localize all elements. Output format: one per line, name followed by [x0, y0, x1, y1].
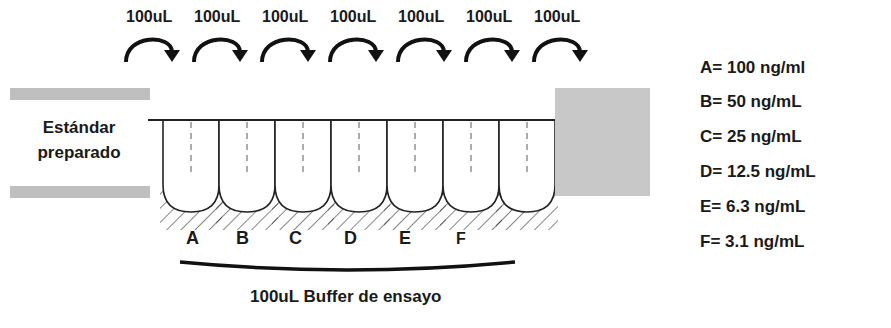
text-label: F= 3.1 ng/mL: [700, 232, 804, 252]
text-label: 100uL: [330, 8, 376, 26]
plate-top-line: [148, 119, 560, 121]
text-label: 100uL: [126, 8, 172, 26]
text-label: A: [186, 228, 199, 249]
well: [443, 120, 499, 212]
text-label: E: [399, 228, 411, 249]
well-midline: [246, 122, 247, 172]
text-label: D: [344, 228, 357, 249]
well-midline: [358, 122, 359, 172]
text-label: B= 50 ng/mL: [700, 92, 802, 112]
text-label: 100uL: [194, 8, 240, 26]
text-label: 100uL: [466, 8, 512, 26]
text-label: C: [289, 228, 302, 249]
waste-block: [555, 88, 650, 196]
sample-label: Estándar preparado: [14, 116, 144, 165]
well: [219, 120, 275, 212]
transfer-arrows: [126, 40, 588, 62]
well-midline: [302, 122, 303, 172]
arrow-head: [436, 50, 452, 62]
well-midline: [526, 122, 527, 172]
arrow-head: [368, 50, 384, 62]
well-strip: [163, 120, 555, 212]
text-label: 100uL: [262, 8, 308, 26]
text-label: A= 100 ng/ml: [700, 58, 805, 78]
arrow-head: [572, 50, 588, 62]
well-midline: [414, 122, 415, 172]
holder-bar: [10, 186, 150, 198]
well: [331, 120, 387, 212]
arrow-head: [164, 50, 180, 62]
arrow-head: [300, 50, 316, 62]
well: [499, 120, 555, 212]
text-label: 100uL: [398, 8, 444, 26]
well: [275, 120, 331, 212]
well: [163, 120, 219, 212]
text-label: C= 25 ng/mL: [700, 127, 802, 147]
well-midline: [190, 122, 191, 172]
arrow-head: [232, 50, 248, 62]
arrow-head: [504, 50, 520, 62]
bracket: [180, 262, 515, 270]
text-label: E= 6.3 ng/mL: [700, 197, 805, 217]
holder-bar: [10, 88, 150, 100]
well-midline: [470, 122, 471, 172]
text-label: 100uL: [534, 8, 580, 26]
text-label: 100uL Buffer de ensayo: [250, 287, 441, 307]
well: [387, 120, 443, 212]
text-label: D= 12.5 ng/mL: [700, 162, 816, 182]
text-label: F: [456, 230, 466, 248]
text-label: B: [236, 228, 249, 249]
